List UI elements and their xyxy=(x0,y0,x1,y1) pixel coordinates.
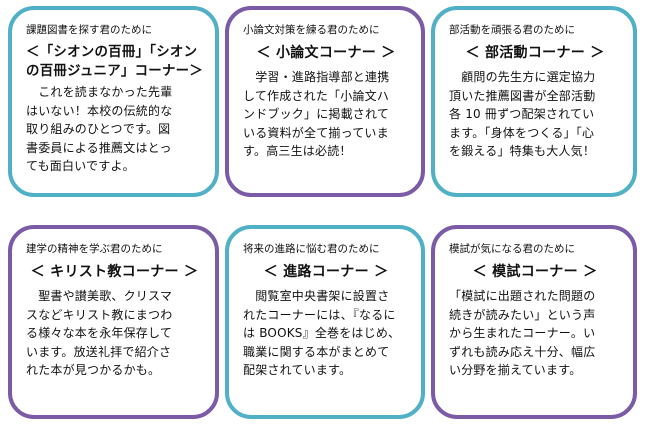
card-body-line: れたコーナーには、『なるに xyxy=(243,307,396,322)
card-body-line: 頂いた推薦図書が全部活動 xyxy=(449,88,596,103)
card-body-line: 書委員による推薦文はとっ xyxy=(26,140,172,155)
card-body-line: す。高三生は必読！ xyxy=(243,144,352,159)
card-body-line: 取り組みのひとつです。図 xyxy=(26,122,171,137)
card-subtitle: 模試が気になる君のために xyxy=(449,243,575,255)
card-body: 「模試に出題された問題の 続きが読みたい」という声 から生まれたコーナー。い ず… xyxy=(449,287,621,380)
card-club-activities: 部活動を頑張る君のために ＜ 部活動コーナー ＞ 顧問の先生方に選定協力 頂いた… xyxy=(431,6,637,197)
card-body-line: 職業に関する本がまとめて xyxy=(243,344,390,359)
card-body-line: ても面白いですよ。 xyxy=(26,159,135,174)
card-subtitle: 小論文対策を練る君のために xyxy=(243,24,380,36)
card-body-line: います。放送礼拝で紹介さ xyxy=(26,344,172,359)
card-body-line: 聖書や讃美歌、クリスマ xyxy=(26,289,173,303)
card-heading-line: ＜「シオンの百冊」「シオン xyxy=(26,45,198,60)
card-body-line: 配架されています。 xyxy=(243,363,352,378)
card-body-line: ます。「身体をつくる」「心 xyxy=(449,125,595,140)
card-heading-line: の百冊ジュニア」コーナー＞ xyxy=(26,64,204,79)
card-body-line: を鍛える」特集も大人気！ xyxy=(449,144,596,159)
card-heading: ＜「シオンの百冊」「シオン の百冊ジュニア」コーナー＞ xyxy=(26,43,203,81)
card-body: 聖書や讃美歌、クリスマ スなどキリスト教にまつわ る様々な本を永年保存して いま… xyxy=(26,287,203,380)
card-body-line: る様々な本を永年保存して xyxy=(26,326,173,341)
card-body: 学習・進路指導部と連携 して作成された「小論文ハ ンドブック」に掲載されて いる… xyxy=(243,68,409,161)
card-body-line: から生まれたコーナー。い xyxy=(449,326,596,341)
card-christianity: 建学の精神を学ぶ君のために ＜ キリスト教コーナー ＞ 聖書や讃美歌、クリスマ … xyxy=(8,225,219,419)
card-heading: ＜ 部活動コーナー ＞ xyxy=(465,45,605,61)
card-heading: ＜ 進路コーナー ＞ xyxy=(263,264,389,280)
card-body-line: 各 10 冊ずつ配架されてい xyxy=(449,107,595,122)
card-body-line: い分野を揃えています。 xyxy=(449,363,582,378)
card-body: これを読まなかった先輩 はいない！本校の伝統的な 取り組みのひとつです。図 書委… xyxy=(26,83,203,176)
card-career: 将来の進路に悩む君のために ＜ 進路コーナー ＞ 閲覧室中央書架に設置さ れたコ… xyxy=(225,225,425,419)
card-body-line: れた本が見つかるかも。 xyxy=(26,363,161,378)
card-body: 顧問の先生方に選定協力 頂いた推薦図書が全部活動 各 10 冊ずつ配架されてい … xyxy=(449,68,621,161)
card-body-line: スなどキリスト教にまつわ xyxy=(26,307,173,322)
card-body: 閲覧室中央書架に設置さ れたコーナーには、『なるに は BOOKS』全巻をはじめ… xyxy=(243,287,409,380)
card-body-line: 学習・進路指導部と連携 xyxy=(243,70,390,84)
card-body-line: これを読まなかった先輩 xyxy=(26,85,173,99)
card-subtitle: 将来の進路に悩む君のために xyxy=(243,243,380,255)
card-body-line: 続きが読みたい」という声 xyxy=(449,307,596,322)
card-heading: ＜ 模試コーナー ＞ xyxy=(472,264,598,280)
card-essay: 小論文対策を練る君のために ＜ 小論文コーナー ＞ 学習・進路指導部と連携 して… xyxy=(225,6,425,197)
card-body-line: 「模試に出題された問題の xyxy=(449,289,596,303)
card-body-line: 顧問の先生方に選定協力 xyxy=(449,70,596,84)
card-heading: ＜ 小論文コーナー ＞ xyxy=(256,45,396,61)
card-body-line: ンドブック」に掲載されて xyxy=(243,107,390,122)
card-subtitle: 部活動を頑張る君のために xyxy=(449,24,575,36)
card-body-line: は BOOKS』全巻をはじめ、 xyxy=(243,326,401,341)
card-body-line: ずれも読み応え十分、幅広 xyxy=(449,344,596,359)
card-body-line: いる資料が全て揃っていま xyxy=(243,125,389,140)
card-body-line: 閲覧室中央書架に設置さ xyxy=(243,289,390,303)
card-heading: ＜ キリスト教コーナー ＞ xyxy=(30,264,199,280)
card-body-line: して作成された「小論文ハ xyxy=(243,88,390,103)
card-body-line: はいない！本校の伝統的な xyxy=(26,103,173,118)
card-subtitle: 建学の精神を学ぶ君のために xyxy=(26,243,163,255)
card-shion-100: 課題図書を探す君のために ＜「シオンの百冊」「シオン の百冊ジュニア」コーナー＞… xyxy=(8,6,219,197)
card-subtitle: 課題図書を探す君のために xyxy=(26,24,152,36)
card-mock-exam: 模試が気になる君のために ＜ 模試コーナー ＞ 「模試に出題された問題の 続きが… xyxy=(431,225,637,419)
